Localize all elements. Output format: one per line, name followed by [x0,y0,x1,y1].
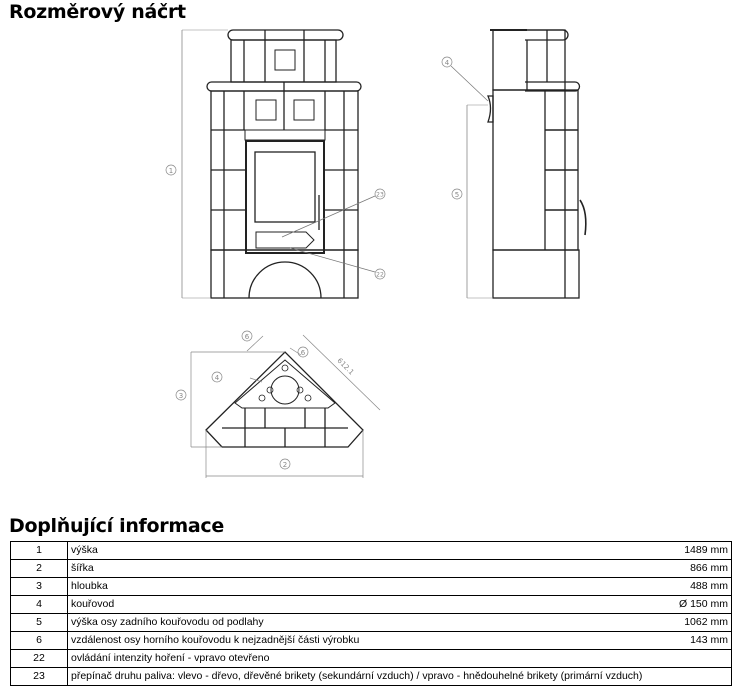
row-number: 2 [10,559,68,578]
row-number: 23 [10,667,68,686]
row-number: 1 [10,541,68,560]
callout-23: 23 [376,192,384,199]
row-description: šířka [67,559,674,578]
row-number: 22 [10,649,68,668]
dim-label-2: 2 [283,461,287,469]
dim-label-1: 1 [169,167,173,175]
row-value: 488 mm [673,577,733,596]
section-title: Doplňující informace [9,515,224,537]
front-view: 1 23 22 [165,29,386,299]
row-number: 6 [10,631,68,650]
dim-label-4-side: 4 [445,59,450,67]
row-description: výška osy zadního kouřovodu od podlahy [67,613,674,632]
row-number: 4 [10,595,68,614]
row-value [673,667,733,686]
plan-view: 3 2 6 6 4 612.1 [175,330,381,478]
row-description: přepínač druhu paliva: vlevo - dřevo, dř… [67,667,674,686]
row-description: ovládání intenzity hoření - vpravo otevř… [67,649,674,668]
dim-label-4-plan: 4 [215,374,220,382]
dim-label-3: 3 [179,392,183,400]
side-view: 5 4 [441,29,587,299]
row-value: 866 mm [673,559,733,578]
diagonal-dimension: 612.1 [335,357,355,377]
row-value: 1489 mm [673,541,733,560]
row-value: 143 mm [673,631,733,650]
dim-label-5: 5 [455,191,459,199]
callout-22: 22 [376,272,384,279]
dimension-sketch: 1 23 22 5 4 [165,29,587,478]
page-title: Rozměrový náčrt [9,1,186,23]
dim-label-6b: 6 [301,349,306,357]
row-description: hloubka [67,577,674,596]
row-number: 5 [10,613,68,632]
row-number: 3 [10,577,68,596]
row-value [673,649,733,668]
row-description: kouřovod [67,595,674,614]
row-description: vzdálenost osy horního kouřovodu k nejza… [67,631,674,650]
row-value: 1062 mm [673,613,733,632]
dim-label-6a: 6 [245,333,250,341]
row-value: Ø 150 mm [673,595,733,614]
row-description: výška [67,541,674,560]
